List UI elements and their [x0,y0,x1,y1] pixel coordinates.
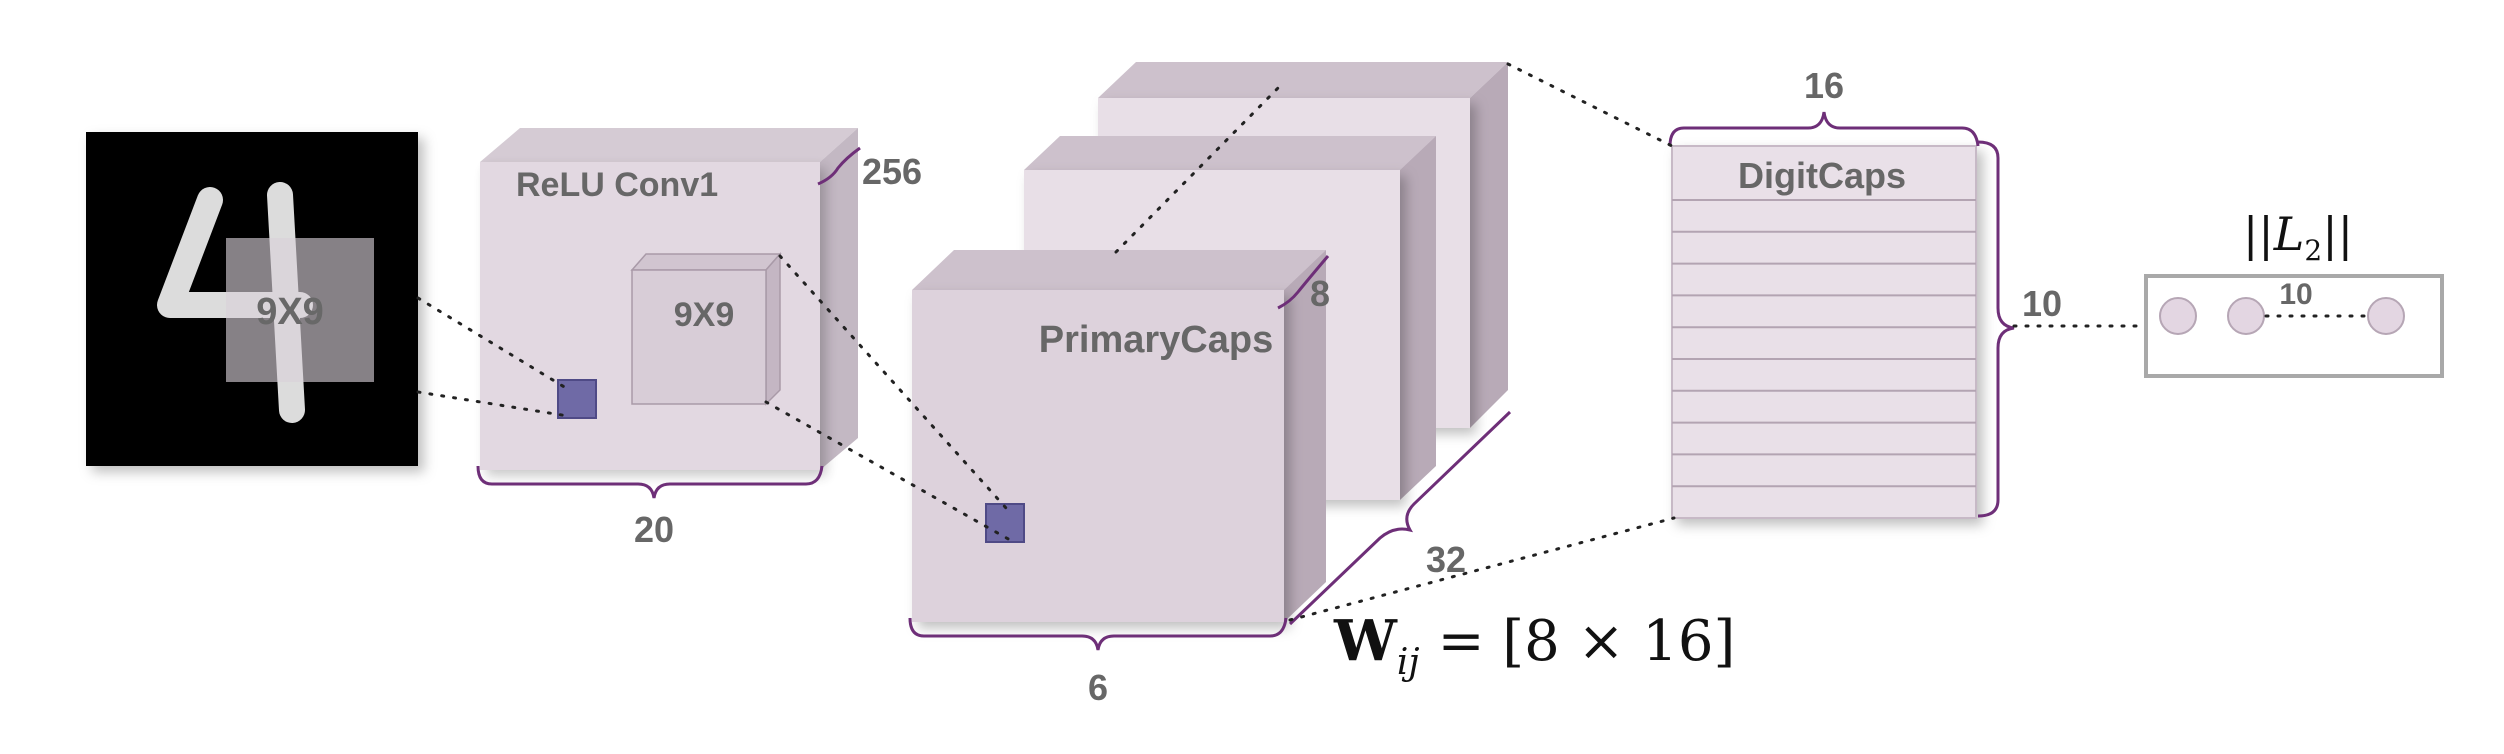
primary-caps-width-label: 6 [1088,667,1108,708]
primary-caps-stack-label: 32 [1426,539,1466,580]
primary-caps-stack-brace [1288,410,1512,626]
primary-caps-depth-brace [1277,255,1330,310]
conv1-block: ReLU Conv1 9X9 [480,128,858,470]
input-digit-image: 9X9 [86,132,418,466]
receptive-field-patch [226,238,374,382]
output-capsule-2 [2227,297,2265,335]
l2-norm-label: ||L2|| [2243,207,2353,267]
primary-caps-depth-label: 8 [1310,273,1330,314]
digit-caps-title: DigitCaps [1738,155,1906,196]
primary-caps-title: PrimaryCaps [1039,319,1273,361]
connection-lines [416,62,2148,622]
conv1-width-label: 20 [634,509,674,550]
conv1-kernel-cube: 9X9 [630,252,782,406]
digit-caps-width-label: 16 [1804,65,1844,106]
primary-caps-unit-square [985,503,1025,543]
digit-caps-rows [1672,199,1976,488]
digit-caps-height-label: 10 [2022,283,2062,324]
digit-caps-width-brace [1668,111,1980,147]
output-norm-box: 10 [2144,274,2444,378]
primary-caps-stack: PrimaryCaps [912,62,1508,622]
primary-caps-layer-front: PrimaryCaps [912,250,1326,622]
output-count-label: 10 [2279,278,2312,311]
output-capsule-1 [2159,297,2197,335]
conv1-depth-brace [817,146,861,186]
digit-caps-height-brace [1977,140,2015,518]
weight-matrix-equation: Wij= [8 × 16] [1333,608,1735,683]
digit-caps-block: DigitCaps [1671,145,1977,519]
conv1-title: ReLU Conv1 [516,166,718,204]
conv1-width-brace [476,465,824,499]
output-capsule-10 [2367,297,2405,335]
conv1-depth-label: 256 [862,151,922,192]
primary-caps-width-brace [908,617,1288,651]
conv1-kernel-label: 9X9 [674,296,735,334]
input-patch-label: 9X9 [256,291,324,333]
